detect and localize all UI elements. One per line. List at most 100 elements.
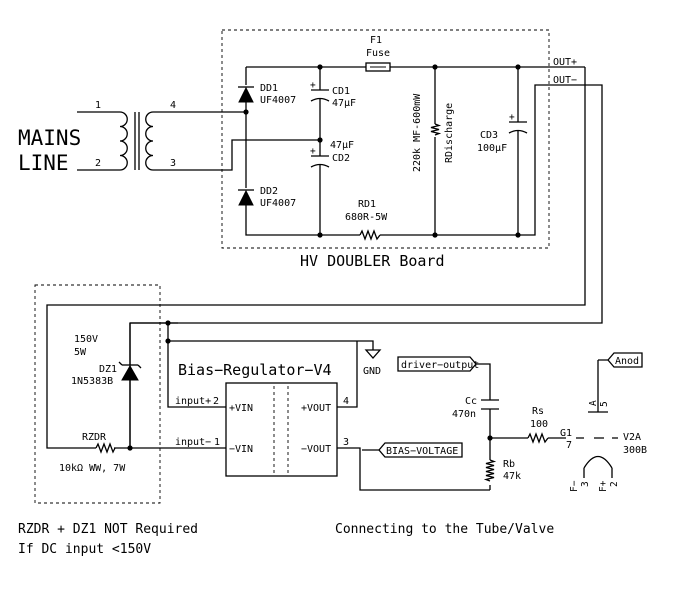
fp-label: F+ (598, 480, 609, 492)
cd2-ref: CD2 (332, 153, 350, 164)
dz1-spec2: 5W (74, 347, 87, 358)
driver-output-tag (397, 356, 477, 372)
rzdr-ref: RZDR (82, 432, 107, 443)
pin-4-num: 4 (343, 396, 349, 407)
dz1-zener-tips (118, 361, 142, 369)
dd1-val: UF4007 (260, 95, 296, 106)
f1-val: Fuse (366, 48, 390, 59)
v2a-val: 300B (623, 445, 647, 456)
rzdr-val: 10kΩ WW, 7W (59, 463, 126, 474)
dz1-diode (121, 364, 139, 381)
rb-val: 47k (503, 471, 521, 482)
hv-branch-wires (319, 67, 519, 235)
fp-pin: 2 (609, 481, 620, 487)
hv-wires (245, 66, 585, 236)
note-right: Connecting to the Tube/Valve (335, 522, 554, 537)
rzdr-resistor (95, 442, 116, 454)
anod-label: Anod (615, 356, 639, 367)
tube-section: driver−output BIAS−VOLTAGE Anod Cc 470n … (362, 352, 647, 492)
gnd-label: GND (363, 366, 381, 377)
bias-voltage-tag (378, 442, 463, 458)
rb-ref: Rb (503, 459, 515, 470)
dd2-ref: DD2 (260, 186, 278, 197)
v2a-ref: V2A (623, 432, 641, 443)
g1-label: G1 (560, 428, 572, 439)
zener-block-outline (34, 284, 161, 504)
cc-ref: Cc (465, 396, 477, 407)
bias-voltage-label: BIAS−VOLTAGE (386, 446, 458, 457)
pin-2-num: 2 (213, 396, 219, 407)
pin-vout-minus: −VOUT (301, 444, 331, 455)
secondary-coil (145, 111, 154, 171)
cd2-val: 47µF (330, 140, 354, 151)
note-left-line2: If DC input <150V (18, 542, 151, 557)
cd3-val: 100µF (477, 143, 507, 154)
bias-regulator: Bias−Regulator−V4 +VIN −VIN +VOUT −VOUT … (167, 323, 490, 491)
pin-vin-minus: −VIN (229, 444, 253, 455)
pin-2-label: 2 (95, 158, 101, 169)
dd2-diode (238, 189, 254, 206)
pin-3-num: 3 (343, 437, 349, 448)
fm-label: F− (569, 480, 580, 492)
out-minus-label: OUT− (553, 75, 577, 86)
secondary-leads (153, 111, 320, 171)
cd2-plus-sign: + (310, 146, 316, 157)
dz1-ref: DZ1 (99, 364, 117, 375)
rdischarge-val: 220k MF-600mW (412, 93, 423, 172)
fm-pin: 3 (580, 481, 591, 487)
pin-vin-plus: +VIN (229, 403, 253, 414)
regulator-isolation (273, 386, 289, 473)
hv-board-title: HV DOUBLER Board (300, 252, 445, 270)
rd1-val: 680R-5W (345, 212, 388, 223)
regulator-box (225, 382, 338, 477)
hv-doubler-board: HV DOUBLER Board DD1 UF4007 DD2 UF4007 +… (221, 29, 585, 270)
hv-board-outline (221, 29, 550, 249)
regulator-title: Bias−Regulator−V4 (178, 361, 332, 379)
gnd-symbol (364, 349, 382, 359)
v2a-filament (583, 455, 613, 478)
dd2-val: UF4007 (260, 198, 296, 209)
zener-block: 150V 5W DZ1 1N5383B RZDR 10kΩ WW, 7W (34, 284, 178, 504)
pin-1-num: 1 (214, 437, 220, 448)
input-plus-label: input+ (175, 396, 211, 407)
mains-section: MAINS LINE 1 2 4 3 (18, 100, 320, 175)
primary-leads (77, 111, 120, 171)
pin-vout-plus: +VOUT (301, 403, 331, 414)
mains-label: MAINS (18, 126, 81, 150)
note-left-line1: RZDR + DZ1 NOT Required (18, 522, 198, 537)
line-label: LINE (18, 151, 69, 175)
tube-wires (362, 359, 608, 490)
g1-pin: 7 (566, 440, 572, 451)
transformer-core (134, 112, 140, 170)
cd3-plus-sign: + (509, 112, 515, 123)
dd1-ref: DD1 (260, 83, 278, 94)
regulator-wires (167, 323, 490, 491)
rs-val: 100 (530, 419, 548, 430)
out-plus-label: OUT+ (553, 57, 577, 68)
cd2-plate-minus (310, 163, 330, 168)
dz1-val: 1N5383B (71, 376, 113, 387)
anode-a-label: A (588, 400, 599, 406)
pin-4-label: 4 (170, 100, 176, 111)
dz1-spec1: 150V (74, 334, 98, 345)
hv-junctions (243, 64, 521, 238)
cd3-ref: CD3 (480, 130, 498, 141)
driver-output-label: driver−output (401, 360, 479, 371)
rdischarge-ref: RDischarge (444, 103, 455, 163)
rs-ref: Rs (532, 406, 544, 417)
dd1-diode (238, 86, 254, 103)
cc-val: 470n (452, 409, 476, 420)
rdischarge-resistor (430, 123, 442, 136)
anode-pin: 5 (599, 401, 610, 407)
anod-tag (607, 352, 643, 368)
cd1-ref: CD1 (332, 86, 350, 97)
rs-resistor (527, 432, 549, 444)
primary-coil (119, 111, 128, 171)
rd1-ref: RD1 (358, 199, 376, 210)
cd1-plus-sign: + (310, 80, 316, 91)
cd3-plate-minus (508, 129, 528, 134)
f1-fuse (365, 62, 391, 72)
f1-ref: F1 (370, 35, 382, 46)
input-minus-label: input− (175, 437, 211, 448)
